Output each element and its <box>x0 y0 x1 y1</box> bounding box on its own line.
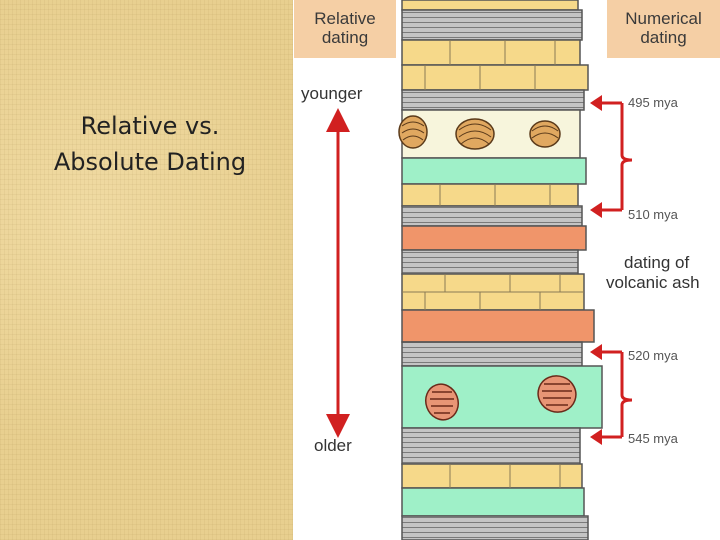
layer-sandstone-5 <box>401 463 583 489</box>
volcanic-label-line-1: dating of <box>624 253 690 272</box>
layer-shale-5 <box>401 341 583 367</box>
layer-volcanic-ash-2 <box>401 309 595 343</box>
layer-shale-6 <box>401 427 581 465</box>
age-label-3: 520 mya <box>628 348 678 363</box>
layer-shale-3 <box>401 205 583 227</box>
layer-sandstone-2 <box>401 64 589 91</box>
layer-limestone-1 <box>401 157 587 185</box>
numerical-header-line-1: Numerical <box>625 9 702 28</box>
volcanic-label-line-2: volcanic ash <box>606 273 700 292</box>
numerical-dating-header: Numerical dating <box>607 0 720 58</box>
relative-arrow <box>326 108 350 438</box>
younger-label: younger <box>301 84 363 103</box>
relative-header-line-2: dating <box>321 28 369 47</box>
layer-limestone-2 <box>401 487 585 517</box>
slide-title: Relative vs. Absolute Dating <box>20 108 280 180</box>
trilobite-fossil <box>425 375 577 421</box>
numerical-arrowheads <box>590 95 602 445</box>
title-panel: Relative vs. Absolute Dating <box>0 0 293 540</box>
layer-shale-1 <box>401 9 583 41</box>
rock-layers <box>401 0 603 540</box>
layer-volcanic-ash-1 <box>401 225 587 251</box>
older-label: older <box>314 436 352 455</box>
age-label-2: 510 mya <box>628 207 678 222</box>
layer-sandstone-top <box>401 0 579 11</box>
sandstone-bricks <box>402 40 584 488</box>
numerical-header-line-2: dating <box>640 28 687 47</box>
layer-sandstone-1 <box>401 39 581 66</box>
age-label-1: 495 mya <box>628 95 678 110</box>
layer-sandstone-3 <box>401 183 579 207</box>
slide-title-line-2: Absolute Dating <box>53 148 247 176</box>
layer-shale-2 <box>401 89 585 111</box>
layer-shale-4 <box>401 249 579 275</box>
relative-dating-header: Relative dating <box>294 0 396 58</box>
age-label-4: 545 mya <box>628 431 678 446</box>
layer-shale-7 <box>401 515 589 540</box>
relative-header-line-1: Relative <box>314 9 376 28</box>
brachiopod-fossil <box>398 115 561 150</box>
slide-title-line-1: Relative vs. <box>80 112 220 140</box>
